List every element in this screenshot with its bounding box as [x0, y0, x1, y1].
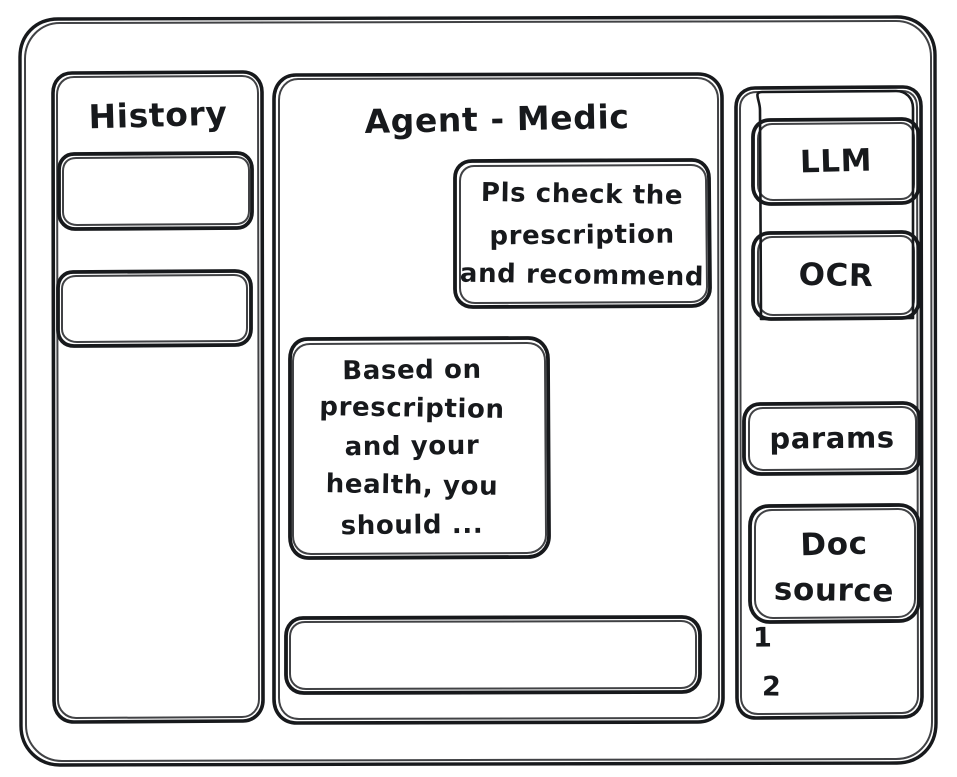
doc-source-chip[interactable]: Doc source	[748, 503, 921, 624]
tool-chip-llm[interactable]: LLM	[751, 117, 921, 206]
message-user-line-1: Pls check the	[481, 178, 684, 211]
composer-input[interactable]	[284, 615, 702, 695]
doc-source-line-2: source	[774, 572, 895, 610]
window-frame	[18, 15, 938, 767]
agent-chat-panel: Agent - Medic Pls check the prescription…	[272, 72, 725, 725]
message-assistant-line-4: health, you	[326, 469, 499, 502]
doc-source-list-item-2[interactable]: 2	[762, 671, 782, 702]
message-assistant-line-1: Based on	[342, 355, 482, 386]
params-chip[interactable]: params	[742, 401, 922, 476]
history-panel: History	[51, 70, 265, 724]
history-item-2[interactable]	[56, 269, 253, 348]
agent-title: Agent - Medic	[364, 97, 630, 141]
message-assistant-line-2: prescription	[319, 392, 505, 425]
message-bubble-user: Pls check the prescription and recommend	[453, 158, 712, 309]
message-user-line-3: and recommend	[460, 259, 705, 293]
tool-chip-ocr[interactable]: OCR	[751, 230, 921, 321]
doc-source-line-1: Doc	[800, 526, 868, 564]
doc-source-list-item-1[interactable]: 1	[753, 622, 773, 653]
tool-chip-ocr-label: OCR	[798, 257, 873, 294]
history-item-1[interactable]	[57, 151, 254, 231]
history-title: History	[88, 94, 228, 137]
params-chip-label: params	[769, 420, 895, 455]
message-bubble-assistant: Based on prescription and your health, y…	[288, 336, 551, 560]
tool-chip-llm-label: LLM	[799, 142, 872, 180]
message-assistant-line-3: and your	[345, 431, 480, 462]
message-assistant-line-5: should ...	[341, 510, 484, 541]
tools-panel: LLM OCR params Doc source 1 2	[734, 85, 924, 720]
tools-group-container	[756, 89, 915, 321]
message-user-line-2: prescription	[489, 220, 675, 252]
